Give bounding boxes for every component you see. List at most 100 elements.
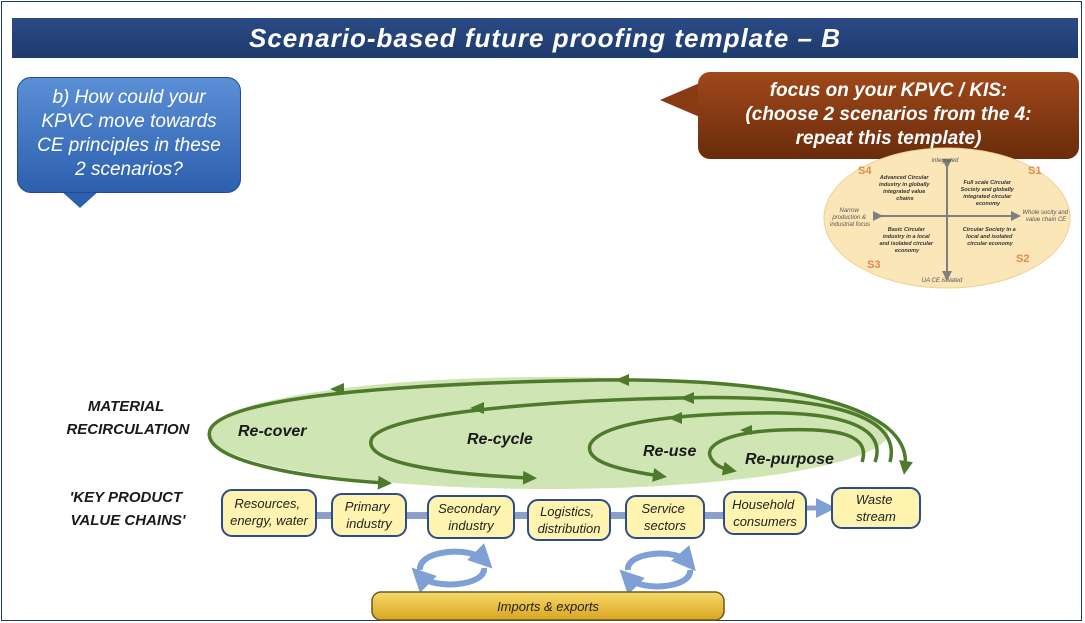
question-callout-tail [60,190,100,208]
focus-callout: focus on your KPVC / KIS: (choose 2 scen… [698,72,1079,159]
loop-label-recycle: Re-cycle [467,431,533,448]
quadrant-s3-text: Basic Circular industry in a local and i… [879,227,934,254]
loop-label-repurpose: Re-purpose [745,451,834,468]
stage-line: Primary [345,499,391,514]
quadrant-line: integrated circular [963,194,1012,200]
quadrant-s1-text: Full scale Circular Society and globally… [961,180,1016,207]
scenario-code: S3 [867,259,880,271]
stage-line: Resources, [234,496,300,511]
stage-line: Secondary [438,501,502,516]
quadrant-line: Advanced Circular [879,175,929,181]
stage-line: Waste [856,492,893,507]
quadrant-s2-text: Circular Society in a local and isolated… [963,227,1017,247]
axis-left-line: production & [831,215,866,221]
stage-line: energy, water [230,513,308,528]
stage-resources: Resources, energy, water [221,489,317,537]
quadrant-line: Basic Circular [888,227,926,233]
quadrant-line: local and isolated [966,234,1013,240]
stage-line: stream [856,509,896,524]
focus-line: repeat this template) [795,128,982,149]
recirculation-label-line: RECIRCULATION [66,421,190,438]
chain-connector [702,512,726,519]
quadrant-line: chains [896,196,913,202]
stage-label: Primary industry [345,499,393,531]
recover-loop-arrowhead [615,374,629,386]
chain-connector [608,512,628,519]
stage-line: Service [642,501,685,516]
quadrant-s4-text: Advanced Circular industry in globally i… [879,175,931,202]
stage-line: consumers [733,514,797,529]
quadrant-line: Circular Society in a [963,227,1016,233]
stage-household-consumers: Household consumers [723,491,807,535]
quadrant-line: Full scale Circular [964,180,1012,186]
scenario-matrix: integrated UA CE isolated Narrow product… [823,147,1071,289]
chain-connector [310,512,334,519]
axis-left-line: Narrow [839,208,859,214]
quadrant-line: and isolated circular [879,241,933,247]
stage-line: Logistics, [540,504,594,519]
question-line: CE principles in these [37,135,221,156]
axis-bottom-label: UA CE isolated [922,278,963,284]
repurpose-loop-arrow [707,427,866,476]
quadrant-line: industry in a local [883,234,930,240]
stage-service-sectors: Service sectors [625,495,705,539]
page-title: Scenario-based future proofing template … [12,18,1078,58]
axis-right-label: Whole socity and value chain CE [1022,210,1069,223]
quadrant-line: industry in globally [879,182,930,188]
stage-logistics: Logistics, distribution [527,499,611,541]
chain-connector [404,512,430,519]
recycle-loop-arrowhead [470,402,484,414]
quadrant-line: integrated value [883,189,925,195]
axis-top-label: integrated [932,158,959,164]
scenario-code: S4 [858,165,872,177]
stage-primary-industry: Primary industry [331,493,407,537]
question-line: 2 scenarios? [75,159,183,180]
imports-exports-bar: Imports & exports [371,591,725,621]
stage-label: Secondary industry [438,501,504,533]
stage-line: industry [448,518,495,533]
focus-line: focus on your KPVC / KIS: [769,80,1008,101]
recover-loop-arrow [207,378,913,490]
recirculation-label: MATERIAL RECIRCULATION [66,398,190,438]
value-chain-label-line: 'KEY PRODUCT [70,489,184,506]
value-chain: 'KEY PRODUCT VALUE CHAINS' Resources, en… [70,487,921,541]
recycle-loop-arrow [369,395,894,485]
stage-secondary-industry: Secondary industry [427,495,515,539]
stage-label: Household consumers [732,497,798,529]
loop-label-recover: Re-cover [238,423,307,440]
value-chain-label: 'KEY PRODUCT VALUE CHAINS' [70,489,187,529]
focus-line: (choose 2 scenarios from the 4: [745,104,1032,125]
value-chain-label-line: VALUE CHAINS' [71,512,186,529]
axis-left-line: industrial focus [830,222,870,228]
question-callout: b) How could your KPVC move towards CE p… [17,77,241,193]
quadrant-line: economy [976,201,1001,207]
recover-loop-arrowhead [330,383,344,395]
chain-connector [512,512,530,519]
stage-line: sectors [644,518,686,533]
focus-callout-tail [660,82,702,118]
title-text: Scenario-based future proofing template … [249,22,841,53]
stage-label: Resources, energy, water [230,496,308,528]
question-line: b) How could your [52,87,206,108]
stage-waste-stream: Waste stream [831,487,921,529]
repurpose-loop-arrowhead [740,425,752,435]
reuse-loop-arrowhead [668,412,682,424]
axis-right-line: value chain CE [1026,217,1067,223]
loop-label-reuse: Re-use [643,443,696,460]
exchange-cycle-icon [411,543,493,593]
stage-label: Service sectors [642,501,689,533]
axis-left-label: Narrow production & industrial focus [830,208,870,228]
recirculation-ellipse [208,377,888,489]
stage-line: distribution [538,521,601,536]
question-line: KPVC move towards [41,111,217,132]
imports-exports-label: Imports & exports [497,599,599,614]
recirculation-label-line: MATERIAL [88,398,164,415]
quadrant-line: circular economy [967,241,1013,247]
scenario-code: S1 [1028,165,1041,177]
stage-line: Household [732,497,795,512]
stage-line: industry [346,516,393,531]
stage-label: Logistics, distribution [538,504,601,536]
recycle-loop-arrowhead [680,392,694,404]
